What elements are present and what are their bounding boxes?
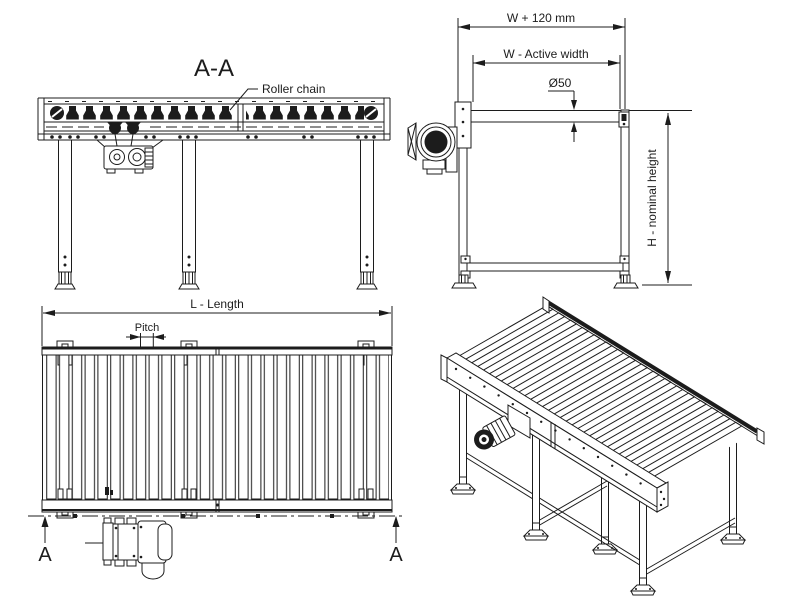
dimension-overall-width: W + 120 mm xyxy=(457,11,626,109)
plan-view: L - Length Pitch xyxy=(28,297,404,580)
end-cross-member xyxy=(466,262,624,272)
side-view: A-A Roller chain xyxy=(37,55,391,290)
side-rail-assembly xyxy=(37,97,391,141)
side-leg-left xyxy=(54,139,76,290)
dimension-length: L - Length xyxy=(41,297,393,346)
end-frame xyxy=(451,101,692,289)
side-leg-middle xyxy=(178,139,200,290)
dimension-active-width: W - Active width xyxy=(472,47,621,109)
active-width-label: W - Active width xyxy=(503,47,588,61)
section-marker-right: A xyxy=(389,544,403,566)
iso-leg-near-right xyxy=(639,496,647,579)
dimension-pitch: Pitch xyxy=(126,322,166,347)
side-leg-right xyxy=(356,139,378,290)
dimension-nominal-height: H - nominal height xyxy=(642,113,692,286)
end-view: W + 120 mm W - Active width Ø50 xyxy=(407,11,692,289)
end-leg-right xyxy=(620,109,630,276)
length-label: L - Length xyxy=(190,297,244,311)
plan-frame xyxy=(41,340,393,519)
isometric-view xyxy=(440,296,765,596)
overall-width-label: W + 120 mm xyxy=(507,11,575,25)
roller-chain-band xyxy=(64,106,364,121)
end-drive-motor xyxy=(407,122,458,175)
rail-bolts xyxy=(50,135,376,139)
roller-chain-callout: Roller chain xyxy=(229,82,325,111)
roller-diameter-label: Ø50 xyxy=(549,76,572,90)
iso-drive-motor xyxy=(474,404,531,450)
section-cut-line: A A xyxy=(28,514,404,566)
roller-chain-label: Roller chain xyxy=(262,82,325,96)
iso-near-rail xyxy=(440,352,669,513)
iso-leg-near-middle xyxy=(532,427,540,524)
iso-leg-near-left xyxy=(459,379,467,478)
iso-leg-far-right xyxy=(729,436,737,528)
iso-far-rail xyxy=(542,296,765,445)
pitch-label: Pitch xyxy=(135,322,159,334)
section-marker-left: A xyxy=(38,544,52,566)
dimension-roller-diameter: Ø50 xyxy=(548,76,577,142)
iso-rail-bolts xyxy=(454,367,642,485)
roller-field xyxy=(45,354,389,500)
plan-drive-unit xyxy=(85,517,173,580)
section-title: A-A xyxy=(194,55,234,82)
iso-braces xyxy=(464,451,736,576)
side-drive-unit xyxy=(96,122,164,174)
height-label: H - nominal height xyxy=(645,149,659,247)
